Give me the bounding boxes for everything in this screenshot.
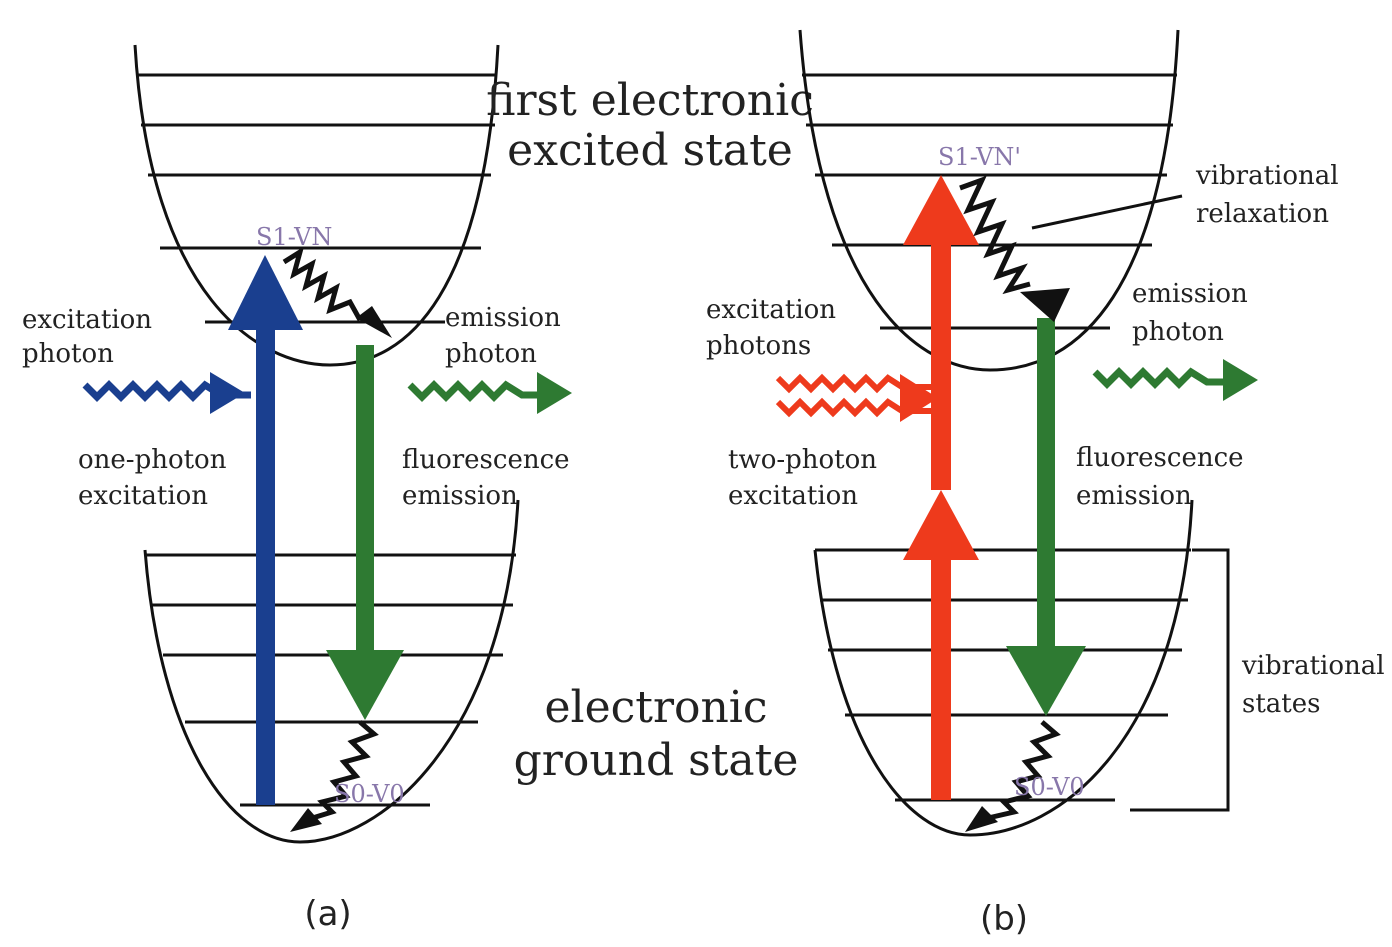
two-photon-excitation-arrow-upper xyxy=(903,175,979,490)
panel-b: S1-VN' S0-V0 vibrational relaxation exci… xyxy=(706,29,1385,939)
excited-state-label-2: excited state xyxy=(507,125,793,176)
caption-b: (b) xyxy=(980,899,1028,939)
ground-state-well-a xyxy=(143,499,520,844)
fluorescence-label-a-1: fluorescence xyxy=(402,445,570,475)
panel-a: S1-VN S0-V0 excitation photon emission p… xyxy=(22,44,572,934)
level-label-s1-vn: S1-VN xyxy=(256,223,332,251)
fluorescence-label-a-2: emission xyxy=(402,481,518,511)
caption-a: (a) xyxy=(304,894,351,934)
emission-photon-wave-a xyxy=(407,372,572,414)
excited-state-label-1: first electronic xyxy=(486,75,814,126)
fluorescence-emission-arrow-b xyxy=(1006,318,1086,716)
emission-photon-label-b-2: photon xyxy=(1132,317,1224,347)
relaxation-zigzag-bottom-b xyxy=(965,720,1061,832)
process-label-b-1: two-photon xyxy=(728,445,877,475)
relaxation-label-2: relaxation xyxy=(1196,199,1329,229)
relaxation-zigzag-bottom-a xyxy=(290,720,379,832)
level-label-s1-vn-prime: S1-VN' xyxy=(938,143,1021,171)
vibrational-states-label-1: vibrational xyxy=(1241,651,1385,681)
excitation-photons-wave-b xyxy=(775,373,942,422)
ground-state-label-1: electronic xyxy=(544,682,767,733)
fluorescence-label-b-2: emission xyxy=(1076,481,1192,511)
level-label-s0-v0-b: S0-V0 xyxy=(1014,773,1085,801)
ground-state-well-b xyxy=(813,499,1194,837)
relaxation-label-1: vibrational xyxy=(1195,161,1339,191)
vibrational-states-label-2: states xyxy=(1242,689,1320,719)
excitation-photon-label-a-1: excitation xyxy=(22,305,152,335)
two-photon-excitation-arrow-lower xyxy=(903,490,979,800)
excitation-photons-label-1: excitation xyxy=(706,295,836,325)
vibrational-states-bracket xyxy=(1130,548,1230,812)
emission-photon-label-a-2: photon xyxy=(445,339,537,369)
one-photon-excitation-arrow xyxy=(228,255,303,805)
process-label-a-2: excitation xyxy=(78,481,208,511)
excited-state-well-a xyxy=(133,44,500,367)
relaxation-zigzag-top-a xyxy=(282,246,392,338)
fluorescence-emission-arrow-a xyxy=(326,345,404,720)
emission-photon-label-b-1: emission xyxy=(1132,279,1248,309)
relaxation-zigzag-top-b xyxy=(959,175,1070,322)
emission-photon-label-a-1: emission xyxy=(445,303,561,333)
fluorescence-label-b-1: fluorescence xyxy=(1076,443,1244,473)
excitation-photons-label-2: photons xyxy=(706,331,811,361)
process-label-a-1: one-photon xyxy=(78,445,227,475)
level-label-s0-v0-a: S0-V0 xyxy=(334,780,405,808)
process-label-b-2: excitation xyxy=(728,481,858,511)
excited-state-well-b xyxy=(798,29,1180,372)
relaxation-leader-line xyxy=(1031,194,1183,230)
ground-state-label-2: ground state xyxy=(514,735,799,786)
emission-photon-wave-b xyxy=(1092,359,1258,401)
excitation-photon-label-a-2: photon xyxy=(22,339,114,369)
excitation-photon-wave-a xyxy=(82,372,251,414)
